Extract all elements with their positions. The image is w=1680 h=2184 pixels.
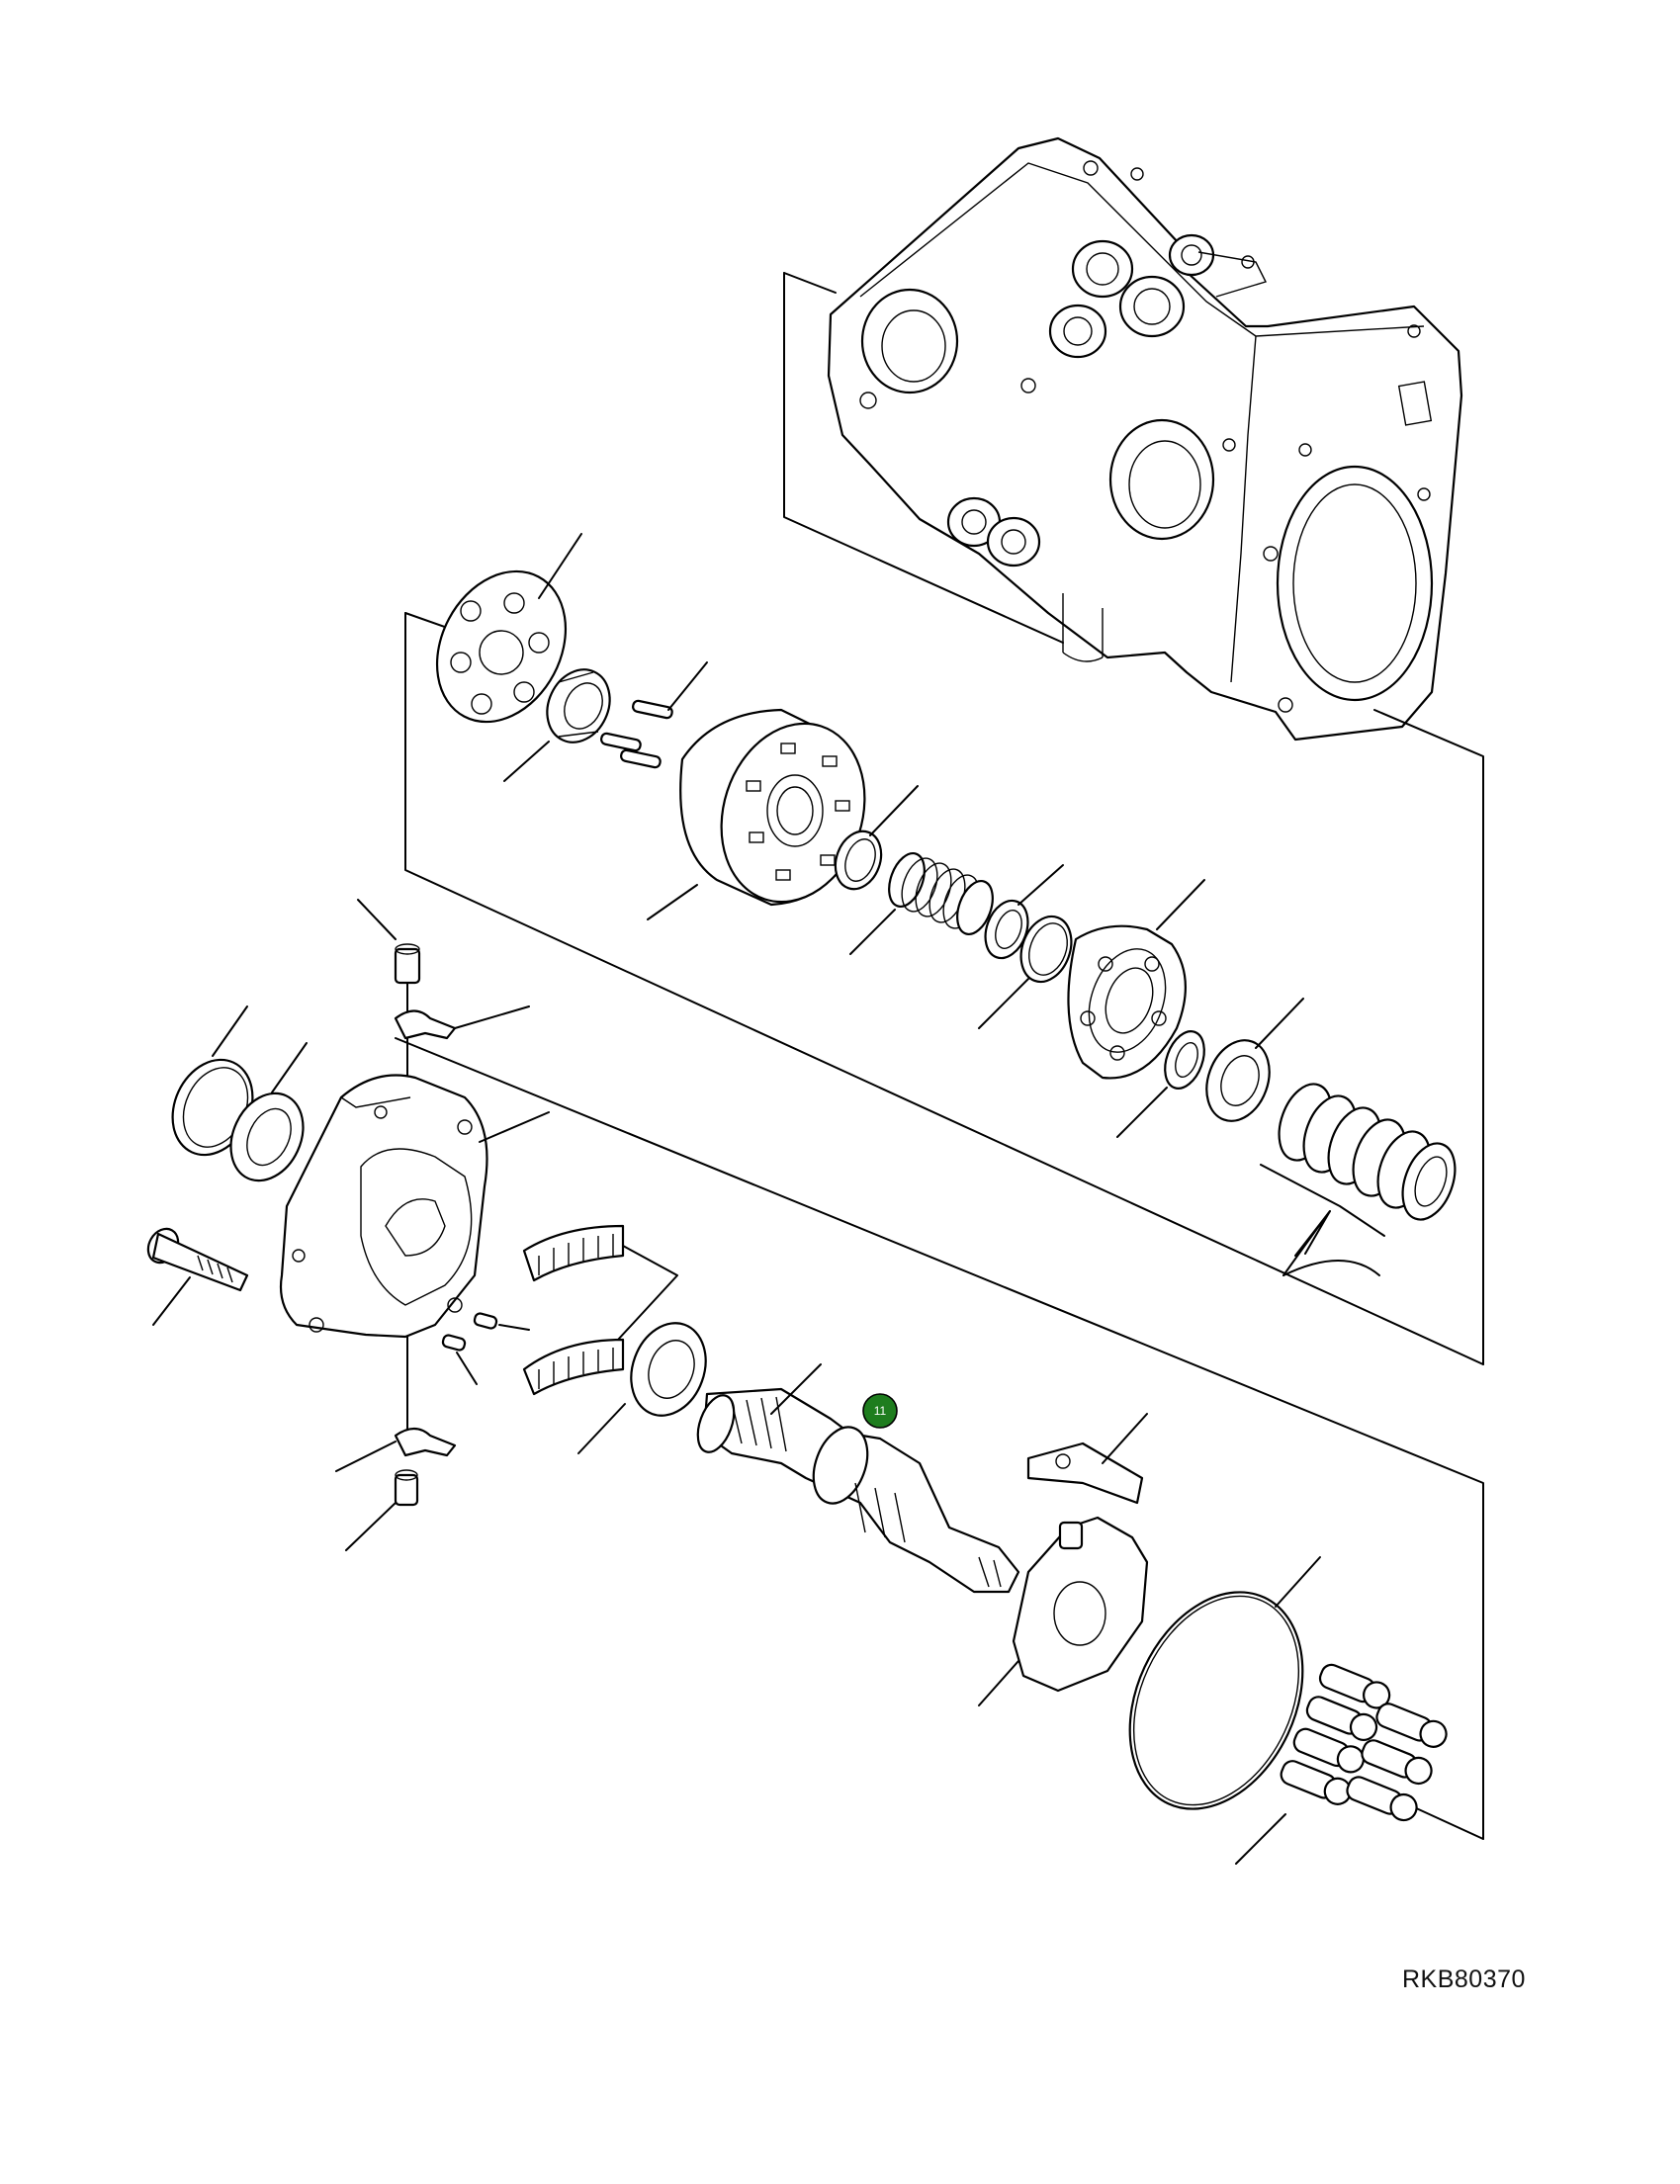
shaft-bearing [1205, 998, 1304, 1122]
swash-plate-shoes [522, 1224, 678, 1396]
callout-11-label: 11 [874, 1404, 887, 1418]
snap-ring [978, 915, 1073, 1029]
center-spring [849, 852, 994, 955]
ball-guide [1116, 1030, 1205, 1138]
spring-seat [984, 864, 1064, 960]
callout-11-circle[interactable] [862, 1393, 898, 1429]
valve-plate [435, 533, 582, 724]
swash-plate-support [279, 1074, 550, 1339]
o-ring [1128, 1556, 1321, 1810]
end-cover [978, 1516, 1149, 1706]
snap-ring-upper [834, 785, 919, 891]
pins [600, 661, 708, 769]
callout-marker[interactable]: 11 [862, 1393, 898, 1429]
drive-shaft [696, 1363, 1020, 1594]
cylinder-block [647, 708, 866, 920]
needle-bearing [503, 668, 611, 782]
dowel-pins [441, 1312, 530, 1385]
oil-seal-group [171, 1005, 308, 1182]
spring-stack [1260, 1083, 1457, 1257]
bottom-plug [335, 1427, 457, 1551]
lower-bearing [577, 1322, 707, 1454]
pump-housing [827, 136, 1463, 742]
drawing-reference-code: RKB80370 [1402, 1966, 1526, 1993]
pistons [1235, 1663, 1448, 1865]
bolt [146, 1227, 249, 1326]
stopper-plate [1026, 1413, 1148, 1505]
top-plug [357, 899, 530, 1040]
retainer-plate [1067, 879, 1205, 1080]
